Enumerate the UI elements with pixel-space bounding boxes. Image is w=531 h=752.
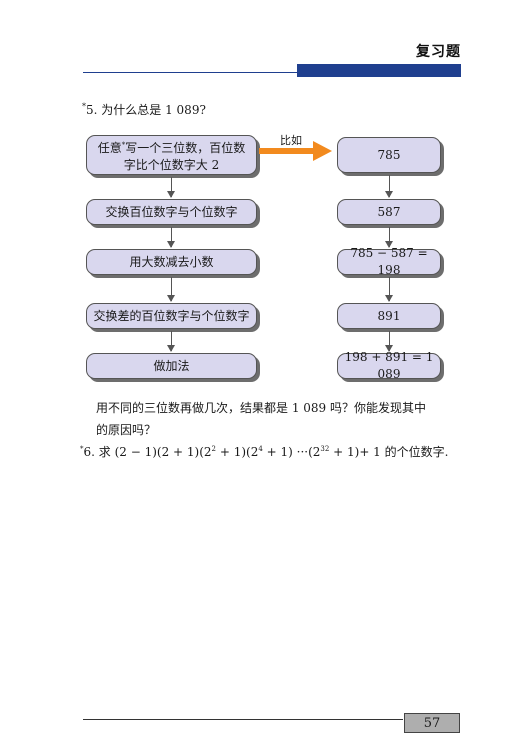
flow-arrow <box>167 277 175 302</box>
flow-step-1-line1: 任意*写一个三位数，百位数 <box>97 140 246 155</box>
question-6: *6. 求 (2 − 1)(2 + 1)(22 + 1)(24 + 1) ···… <box>80 445 449 459</box>
flow-step-2: 交换百位数字与个位数字 <box>86 199 257 225</box>
flow-arrow <box>167 331 175 352</box>
example-step-3: 785 − 587 = 198 <box>337 246 441 277</box>
flow-arrow <box>385 331 393 352</box>
flow-step-1-line2: 字比个位数字大 2 <box>123 157 220 172</box>
example-step-2: 587 <box>337 199 441 225</box>
header-rule <box>83 72 381 73</box>
optional-mark: * <box>80 445 84 453</box>
example-arrow-head <box>313 141 332 161</box>
example-arrow-shaft <box>259 148 315 154</box>
footer-rule <box>83 719 403 720</box>
example-step-5: 198 + 891 = 1 089 <box>337 350 441 381</box>
flow-arrow <box>167 227 175 248</box>
optional-mark: * <box>121 140 126 149</box>
question-5-number: 5. <box>86 103 98 117</box>
example-step-4: 891 <box>337 303 441 329</box>
page-number: 57 <box>404 713 460 733</box>
flow-arrow <box>385 175 393 198</box>
question-5: *5. 为什么总是 1 089? <box>82 101 206 118</box>
flow-step-4: 交换差的百位数字与个位数字 <box>86 303 257 329</box>
flow-arrow <box>385 277 393 302</box>
flow-step-5: 做加法 <box>86 353 257 379</box>
section-title: 复习题 <box>416 44 461 60</box>
question-5-text: 为什么总是 1 089? <box>101 103 206 117</box>
flow-arrow <box>385 227 393 248</box>
optional-mark: * <box>82 102 86 111</box>
example-step-1: 785 <box>337 137 441 173</box>
example-label: 比如 <box>280 134 302 147</box>
flow-arrow <box>167 177 175 198</box>
follow-up-question: 用不同的三位数再做几次，结果都是 1 089 吗？你能发现其中 的原因吗？ <box>96 401 426 437</box>
flow-step-1: 任意*写一个三位数，百位数 字比个位数字大 2 <box>86 135 257 175</box>
header-bar <box>297 64 461 77</box>
flow-step-3: 用大数减去小数 <box>86 249 257 275</box>
